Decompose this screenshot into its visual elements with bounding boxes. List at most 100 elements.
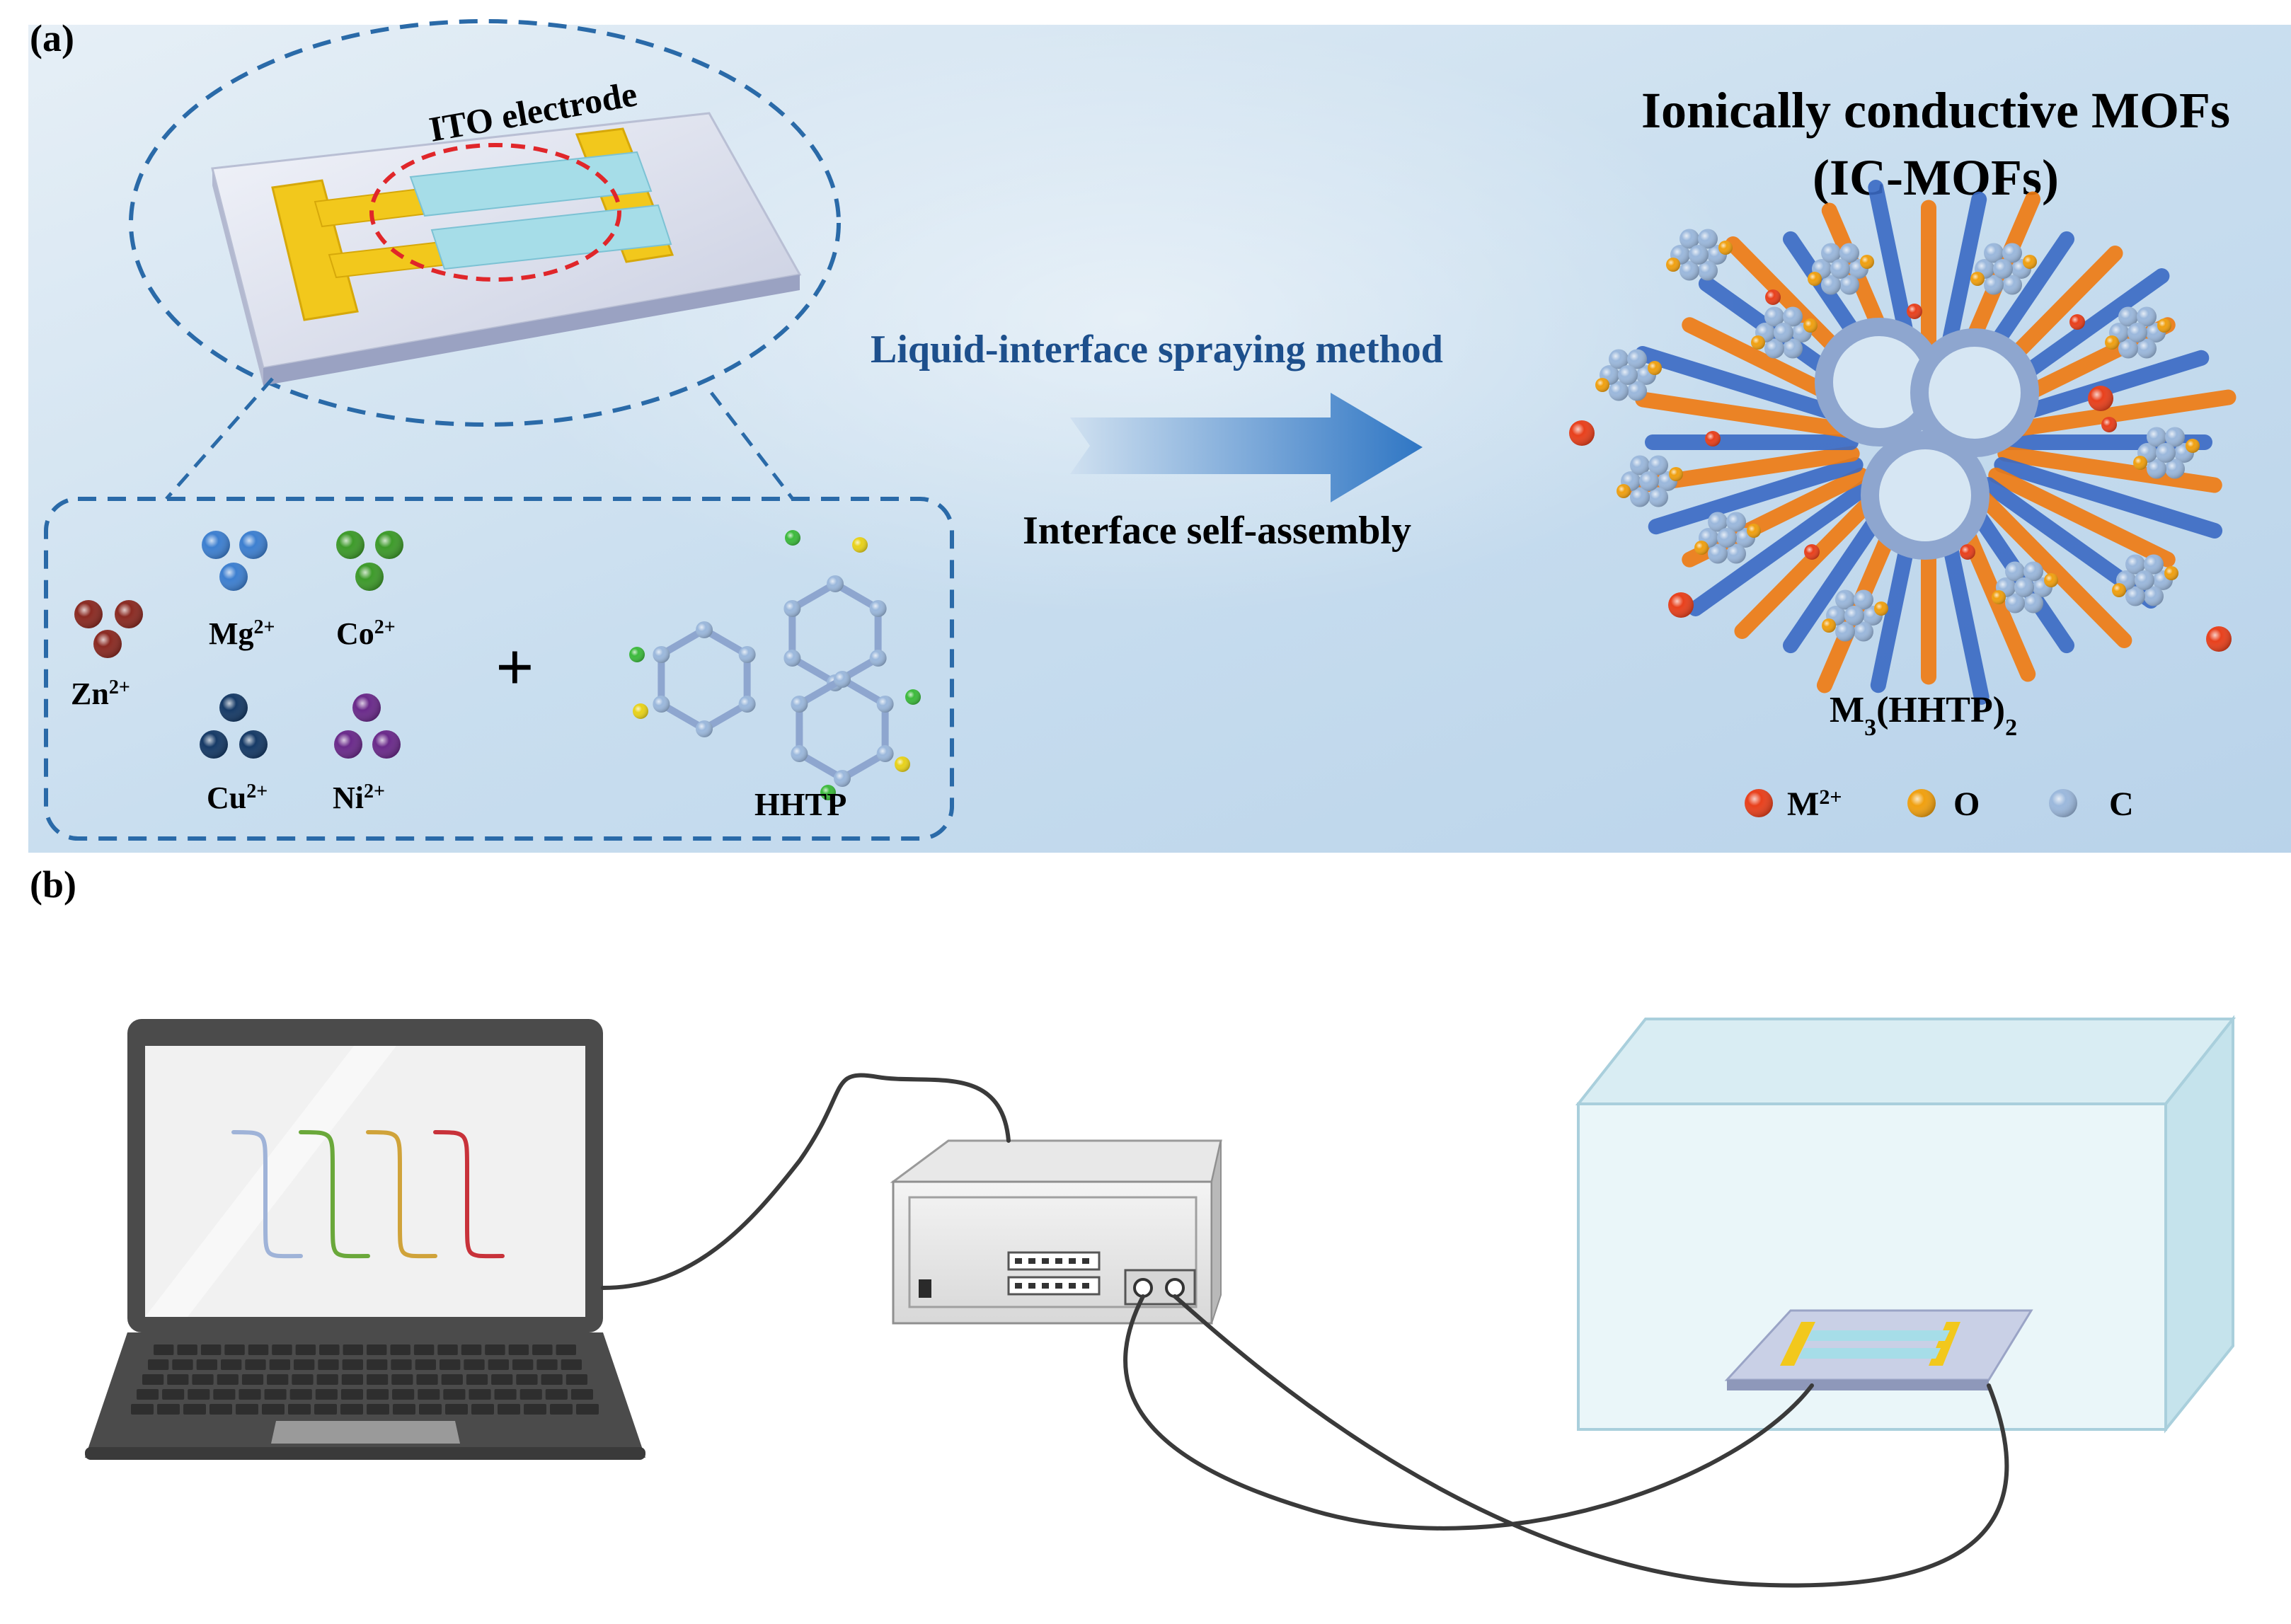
instrument-port-1	[1133, 1278, 1153, 1298]
mof-bond-bundle	[1997, 389, 2237, 439]
mof-bond-bundle	[1994, 456, 2223, 539]
ion-cluster-mg	[202, 531, 268, 591]
keyboard-key	[561, 1359, 582, 1370]
mof-metal-site	[1705, 431, 1721, 447]
mof-carbon	[2014, 577, 2034, 597]
mof-carbon	[1835, 621, 1855, 642]
keyboard-key	[319, 1344, 340, 1355]
ion-ball	[336, 531, 364, 559]
keyboard-key	[418, 1389, 440, 1400]
mof-carbon	[2118, 338, 2138, 359]
keyboard-key	[221, 1359, 242, 1370]
connection-cables	[601, 1073, 2009, 1588]
instrument-slot-pin	[1028, 1283, 1035, 1289]
mof-carbon	[2147, 459, 2166, 479]
background-glow	[495, 21, 1769, 616]
keyboard-key	[524, 1404, 546, 1415]
ion-ball	[355, 563, 384, 591]
hhtp-substituent-atom	[820, 785, 836, 800]
keyboard-key	[498, 1404, 520, 1415]
keyboard-key	[342, 1359, 363, 1370]
keyboard-key	[464, 1359, 485, 1370]
keyboard-key	[209, 1404, 232, 1415]
mof-carbon	[1708, 512, 1728, 532]
mof-carbon	[2005, 593, 2025, 614]
keyboard-key	[391, 1359, 412, 1370]
mof-oxygen	[2044, 573, 2058, 587]
process-arrow	[1070, 393, 1423, 502]
keyboard-key	[162, 1389, 185, 1400]
ion-ball	[219, 693, 248, 722]
ion-ball	[202, 531, 230, 559]
keyboard-key	[441, 1374, 463, 1385]
mof-oxygen	[1666, 258, 1680, 272]
mof-oxygen	[1718, 241, 1733, 255]
keyboard-key	[471, 1404, 494, 1415]
keyboard-key	[142, 1374, 164, 1385]
hhtp-substituent-atom	[785, 530, 800, 546]
mof-bond-bundle	[1988, 467, 2176, 568]
ion-ball	[352, 693, 381, 722]
mof-carbon	[1680, 260, 1699, 281]
instrument-display-slots	[1007, 1251, 1101, 1296]
keyboard-key	[413, 1344, 435, 1355]
ion-ball	[74, 600, 103, 628]
keyboard-key	[570, 1389, 593, 1400]
keyboard-key	[440, 1359, 461, 1370]
mof-metal-site	[2101, 417, 2117, 432]
mof-carbon	[1993, 259, 2013, 279]
keyboard-key	[213, 1389, 236, 1400]
keyboard-key	[200, 1344, 222, 1355]
mof-node	[1694, 512, 1761, 564]
mof-carbon	[1984, 243, 2004, 263]
mof-carbon	[1854, 621, 1873, 642]
free-metal-ion	[2206, 626, 2232, 652]
mof-framework-structure	[1595, 180, 2237, 705]
keyboard-key	[241, 1374, 264, 1385]
panel-b: (b)	[30, 863, 2237, 1588]
mof-carbon	[1648, 487, 1668, 507]
ion-ball	[200, 730, 228, 759]
keyboard-key	[183, 1404, 206, 1415]
hhtp-ring	[653, 621, 756, 737]
mof-bond-bundle	[1734, 485, 1887, 639]
keyboard-key	[294, 1359, 315, 1370]
carbon-atom	[876, 696, 894, 713]
mof-node	[1970, 243, 2037, 295]
ion-cluster-ni	[334, 693, 401, 759]
keyboard-key	[576, 1404, 599, 1415]
hhtp-substituent-atom	[905, 689, 921, 705]
keyboard-key	[288, 1404, 311, 1415]
instrument-slot-pin	[1042, 1283, 1049, 1289]
mof-carbon	[1854, 589, 1873, 610]
mof-oxygen	[1751, 335, 1765, 350]
hhtp-substituent-atom	[633, 703, 648, 719]
free-metal-ion	[2088, 386, 2113, 411]
keyboard-key	[391, 1374, 413, 1385]
mof-carbon	[2144, 554, 2164, 575]
ion-ball	[115, 600, 143, 628]
test-chamber	[1575, 1015, 2237, 1434]
panel-a-label: (a)	[30, 17, 74, 59]
ion-cluster-cu	[200, 693, 268, 759]
keyboard-key	[239, 1389, 261, 1400]
metal-ion-clusters	[74, 531, 403, 759]
mof-metal-site	[2069, 314, 2085, 330]
mof-carbon	[1764, 338, 1784, 359]
carbon-atom	[738, 646, 756, 663]
carbon-atom	[696, 621, 713, 638]
keyboard-key	[272, 1344, 292, 1355]
mof-oxygen	[1648, 361, 1662, 375]
keyboard-key	[367, 1374, 389, 1385]
ion-cluster-co	[336, 531, 403, 591]
screen-response-curves	[231, 1130, 505, 1259]
mof-oxygen	[1803, 318, 1818, 333]
keyboard-key	[494, 1389, 517, 1400]
mof-metal-site	[1960, 544, 1975, 560]
mof-carbon	[1648, 455, 1668, 476]
mof-title-line1: Ionically conductive MOFs	[1641, 82, 2230, 139]
carbon-atom	[827, 575, 844, 592]
mof-bond-bundle	[1687, 477, 1877, 616]
keyboard-key	[367, 1359, 388, 1370]
ion-cluster-zn	[74, 600, 143, 658]
